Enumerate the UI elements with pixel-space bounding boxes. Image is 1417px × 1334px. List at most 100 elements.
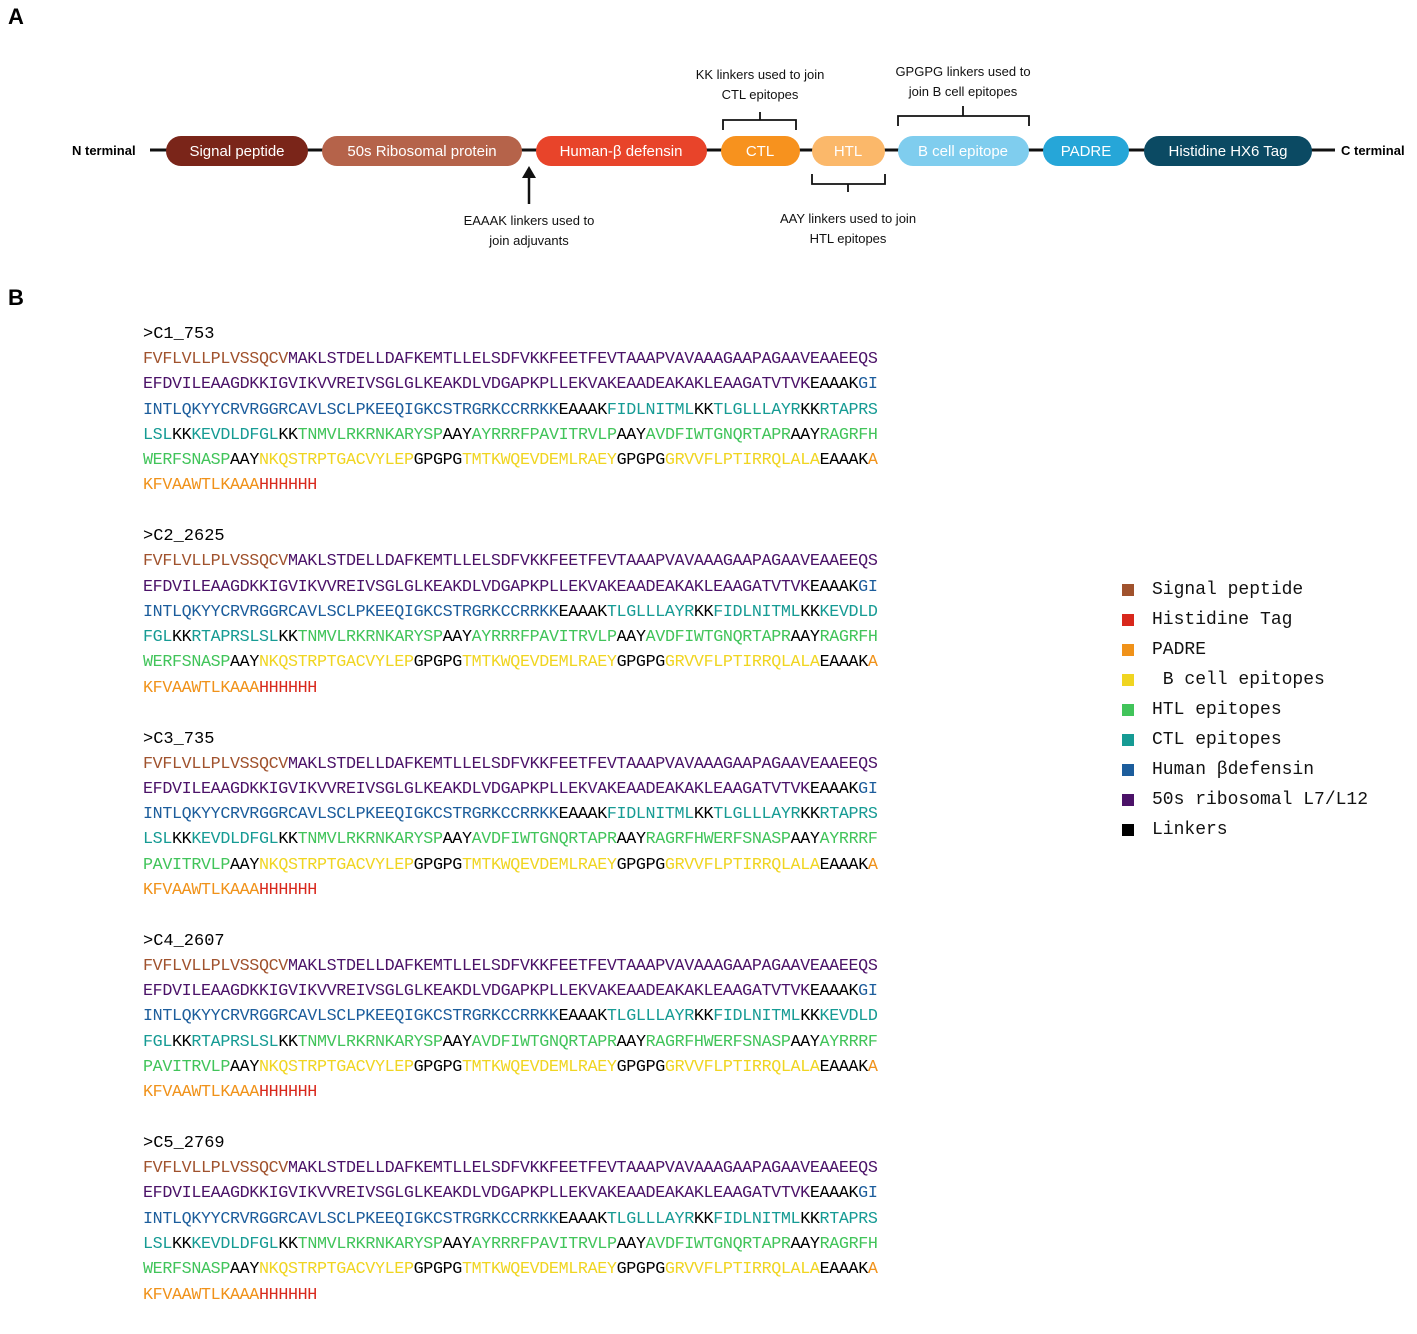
segment-hbd-label: Human-β defensin <box>560 143 683 160</box>
segment-his-label: Histidine HX6 Tag <box>1169 143 1288 160</box>
sequence-segment: MAKLSTDELLDAFKEMTLLELSDFVKKFEETFEVTAAAPV… <box>287 1159 878 1179</box>
sequence-line: PAVITRVLPAAYNKQSTRPTGACVYLEPGPGPGTMTKWQE… <box>143 1055 1123 1080</box>
sequence-line: WERFSNASPAAYNKQSTRPTGACVYLEPGPGPGTMTKWQE… <box>143 448 1123 473</box>
sequence-name: >C2_2625 <box>143 527 225 547</box>
sequence-segment: KK <box>693 805 714 825</box>
legend-label: Histidine Tag <box>1152 610 1293 630</box>
sequence-segment: TMTKWQEVDEMLRAEY <box>461 1260 617 1280</box>
sequence-segment: MAKLSTDELLDAFKEMTLLELSDFVKKFEETFEVTAAAPV… <box>287 350 878 369</box>
sequence-segment: KK <box>693 1007 714 1027</box>
sequence-segment: AYRRRF <box>819 1032 878 1052</box>
sequence-line: KFVAAWTLKAAAHHHHHH <box>143 676 1123 701</box>
sequence-segment: KK <box>172 1032 192 1052</box>
n-terminal-label: N terminal <box>72 143 136 158</box>
segment-bcell-label: B cell epitope <box>918 143 1008 160</box>
gpgpg-annotation-line-1: GPGPG linkers used to <box>895 64 1030 79</box>
sequence-segment: AAY <box>229 1058 259 1078</box>
sequence-segment: GI <box>858 1184 878 1204</box>
kk-linker-bracket <box>722 112 797 130</box>
sequence-segment: NKQSTRPTGACVYLEP <box>258 1058 414 1078</box>
legend-item: Histidine Tag <box>1122 605 1368 635</box>
sequence-segment: AAY <box>442 425 472 445</box>
segment-ctl: CTL <box>721 136 800 166</box>
sequence-name: >C5_2769 <box>143 1134 225 1154</box>
sequence-segment: TLGLLLAYR <box>606 1209 694 1229</box>
sequence-segment: INTLQKYYCRVRGGRCAVLSCLPKEEQIGKCSTRGRKCCR… <box>143 805 559 825</box>
segment-padre: PADRE <box>1043 136 1129 166</box>
segment-ctl-shape <box>721 136 800 166</box>
sequence-segment: EAAAK <box>558 1007 608 1027</box>
sequence-segment: TMTKWQEVDEMLRAEY <box>461 1058 617 1078</box>
sequence-line: FGLKKRTAPRSLSLKKTNMVLRKRNKARYSPAAYAYRRRF… <box>143 625 1123 650</box>
sequence-segment: KK <box>172 425 192 445</box>
vaccine-construct-diagram: N terminal C terminal Signal peptide 50s… <box>72 64 1405 248</box>
sequence-segment: AAY <box>616 628 646 648</box>
sequence-segment: GRVVFLPTIRRQLALA <box>664 653 820 673</box>
sequence-segment: KK <box>800 602 820 622</box>
sequence-segment: KK <box>172 1235 192 1255</box>
gpgpg-annotation-line-2: join B cell epitopes <box>908 84 1018 99</box>
legend-item: PADRE <box>1122 635 1368 665</box>
sequence-segment: EFDVILEAAGDKKIGVIKVVREIVSGLGLKEAKDLVDGAP… <box>143 577 810 597</box>
sequence-segment: LSL <box>143 425 172 445</box>
sequence-line: EFDVILEAAGDKKIGVIKVVREIVSGLGLKEAKDLVDGAP… <box>143 372 1123 397</box>
sequence-segment: HHHHHH <box>258 881 317 901</box>
legend-label: B cell epitopes <box>1152 670 1325 690</box>
sequence-segment: KK <box>172 830 192 850</box>
eaaak-annotation-line-1: EAAAK linkers used to <box>464 213 595 228</box>
sequence-segment: FIDLNITML <box>606 805 694 825</box>
sequence-segment: INTLQKYYCRVRGGRCAVLSCLPKEEQIGKCSTRGRKCCR… <box>143 1209 559 1229</box>
sequence-segment: TNMVLRKRNKARYSP <box>297 628 443 648</box>
sequence-segment: FGL <box>143 628 172 648</box>
legend-swatch <box>1122 644 1134 656</box>
sequence-segment: GRVVFLPTIRRQLALA <box>664 1058 820 1078</box>
sequence-segment: RAGRFHWERFSNASP <box>645 830 791 850</box>
sequence-segment: RAGRFH <box>819 628 878 648</box>
sequence-segment: EAAAK <box>558 400 608 420</box>
segment-padre-shape <box>1043 136 1129 166</box>
sequence-segment: EAAAK <box>819 653 869 673</box>
sequence-segment: TMTKWQEVDEMLRAEY <box>461 855 617 875</box>
legend-swatch <box>1122 614 1134 626</box>
sequence-segment: AAY <box>442 830 472 850</box>
sequence-segment: KK <box>278 628 298 648</box>
sequence-segment: MAKLSTDELLDAFKEMTLLELSDFVKKFEETFEVTAAAPV… <box>287 552 878 572</box>
sequence-segment: FVFLVLLPLVSSQCV <box>143 956 288 976</box>
sequence-segment: INTLQKYYCRVRGGRCAVLSCLPKEEQIGKCSTRGRKCCR… <box>143 602 559 622</box>
sequence-segment: A <box>867 1260 878 1280</box>
sequence-segment: KFVAAWTLKAAA <box>143 881 259 901</box>
sequence-line: PAVITRVLPAAYNKQSTRPTGACVYLEPGPGPGTMTKWQE… <box>143 853 1123 878</box>
sequence-segment: AAY <box>442 1032 472 1052</box>
sequence-segment: GPGPG <box>413 1058 463 1078</box>
sequence-segment: GPGPG <box>413 1260 463 1280</box>
sequence-line: LSLKKKEVDLDFGLKKTNMVLRKRNKARYSPAAYAYRRRF… <box>143 423 1123 448</box>
legend-item: HTL epitopes <box>1122 695 1368 725</box>
segment-ribo-label: 50s Ribosomal protein <box>347 143 496 160</box>
legend-item: CTL epitopes <box>1122 725 1368 755</box>
sequence-segment: WERFSNASP <box>143 451 230 471</box>
sequence-segment: RTAPRSLSL <box>191 628 279 648</box>
sequence-segment: KFVAAWTLKAAA <box>143 1083 259 1103</box>
sequence-segment: KEVDLD <box>819 1007 878 1027</box>
segment-human-beta-defensin: Human-β defensin <box>536 136 707 166</box>
sequence-segment: AAY <box>790 830 820 850</box>
sequence-segment: GPGPG <box>616 1058 666 1078</box>
sequence-segment: AAY <box>229 451 259 471</box>
eaaak-annotation-line-2: join adjuvants <box>488 233 569 248</box>
sequence-line: INTLQKYYCRVRGGRCAVLSCLPKEEQIGKCSTRGRKCCR… <box>143 398 1123 423</box>
legend-item: Linkers <box>1122 815 1368 845</box>
sequence-segment: GPGPG <box>413 653 463 673</box>
aay-annotation-line-2: HTL epitopes <box>810 231 887 246</box>
sequence-segment: AAY <box>790 425 820 445</box>
segment-ribosomal-protein: 50s Ribosomal protein <box>322 136 522 166</box>
legend-swatch <box>1122 704 1134 716</box>
sequence-segment: RTAPRS <box>819 1209 878 1229</box>
eaaak-linker-arrow <box>522 166 536 204</box>
sequence-segment: KFVAAWTLKAAA <box>143 476 259 496</box>
sequence-line: KFVAAWTLKAAAHHHHHH <box>143 473 1123 498</box>
segment-htl-label: HTL <box>834 143 862 160</box>
sequence-segment: TLGLLLAYR <box>606 602 694 622</box>
sequence-segment: GRVVFLPTIRRQLALA <box>664 855 820 875</box>
